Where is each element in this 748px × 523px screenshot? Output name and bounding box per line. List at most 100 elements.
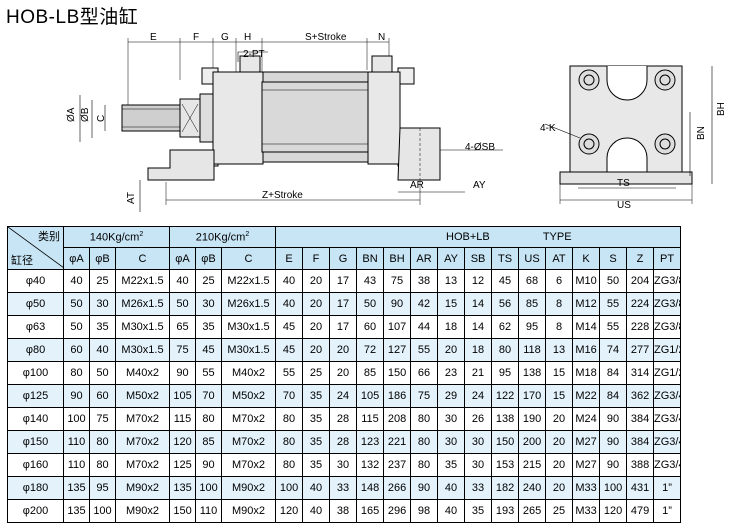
table-cell: ZG1/2 [654, 339, 681, 362]
table-cell: 170 [519, 385, 546, 408]
table-cell: 45 [276, 316, 303, 339]
table-cell: 40 [90, 339, 116, 362]
table-cell: 28 [330, 431, 357, 454]
table-cell: 165 [357, 500, 384, 523]
table-cell: 80 [411, 454, 438, 477]
group-type-label-a: HOB+LB [446, 231, 490, 243]
table-cell: M12 [573, 293, 600, 316]
table-cell: M27 [573, 454, 600, 477]
column-header: E [276, 248, 303, 270]
table-cell: 21 [465, 362, 492, 385]
table-cell: M30x1.5 [116, 316, 170, 339]
group-140-sup: 2 [139, 231, 143, 238]
table-cell: 100 [196, 477, 222, 500]
column-header: φA [170, 248, 196, 270]
table-cell: 80 [276, 431, 303, 454]
table-cell: M40x2 [222, 362, 276, 385]
table-cell: 40 [438, 500, 465, 523]
table-cell: M30x1.5 [222, 316, 276, 339]
table-cell: 35 [303, 385, 330, 408]
table-cell: 45 [492, 270, 519, 293]
table-cell: M90x2 [116, 477, 170, 500]
table-cell: M70x2 [116, 454, 170, 477]
table-cell: 6 [546, 270, 573, 293]
table-cell: 20 [546, 431, 573, 454]
bore-size-cell: φ140 [8, 408, 64, 431]
table-cell: 90 [600, 454, 627, 477]
table-cell: 56 [492, 293, 519, 316]
table-cell: 24 [330, 385, 357, 408]
table-cell: M90x2 [222, 500, 276, 523]
table-cell: 190 [519, 408, 546, 431]
table-cell: 45 [276, 339, 303, 362]
table-cell: 20 [330, 339, 357, 362]
table-cell: 50 [90, 362, 116, 385]
dim-2pt-label: 2-PT [243, 49, 265, 60]
table-cell: 105 [357, 385, 384, 408]
table-cell: 72 [357, 339, 384, 362]
table-cell: 8 [546, 293, 573, 316]
column-header: φB [196, 248, 222, 270]
table-cell: 120 [170, 431, 196, 454]
table-cell: 70 [196, 385, 222, 408]
bore-size-cell: φ100 [8, 362, 64, 385]
group-140-label: 140Kg/cm [90, 231, 140, 243]
table-cell: M70x2 [222, 454, 276, 477]
dim-BH-label: BH [716, 102, 727, 116]
table-cell: 84 [600, 362, 627, 385]
table-cell: 62 [492, 316, 519, 339]
table-cell: 35 [303, 454, 330, 477]
table-cell: 224 [627, 293, 654, 316]
table-cell: 110 [64, 431, 90, 454]
table-cell: 1” [654, 500, 681, 523]
table-cell: 122 [492, 385, 519, 408]
table-cell: 20 [303, 293, 330, 316]
table-cell: M24 [573, 408, 600, 431]
table-cell: M70x2 [222, 431, 276, 454]
table-cell: 85 [519, 293, 546, 316]
cylinder-technical-drawing: E F G H S+Stroke N 2-PT ØA ØB C AT Z+Str… [0, 0, 748, 226]
table-cell: 84 [600, 385, 627, 408]
table-cell: 15 [546, 385, 573, 408]
table-cell: 20 [438, 339, 465, 362]
table-cell: M70x2 [116, 408, 170, 431]
table-cell: 40 [303, 477, 330, 500]
table-cell: 12 [465, 270, 492, 293]
table-cell: 127 [384, 339, 411, 362]
table-cell: 50 [64, 293, 90, 316]
table-cell: 150 [170, 500, 196, 523]
spec-table: 类别 缸径 140Kg/cm2 210Kg/cm2 HOB+LB TYPE φA… [7, 226, 748, 523]
table-cell: 80 [411, 408, 438, 431]
table-cell: 17 [330, 293, 357, 316]
table-cell: 25 [196, 270, 222, 293]
table-cell: 118 [519, 339, 546, 362]
table-cell: 479 [627, 500, 654, 523]
table-cell: 68 [519, 270, 546, 293]
table-cell: 17 [330, 316, 357, 339]
table-cell: 265 [519, 500, 546, 523]
column-header: C [116, 248, 170, 270]
table-cell: ZG3/8 [654, 316, 681, 339]
table-cell: 296 [384, 500, 411, 523]
table-corner-cell: 类别 缸径 [8, 227, 64, 270]
table-cell: ZG1/2 [654, 362, 681, 385]
dim-z-stroke-label: Z+Stroke [262, 190, 303, 201]
table-cell: M50x2 [116, 385, 170, 408]
dim-4k-label: 4-K [540, 123, 556, 134]
table-cell: 60 [64, 339, 90, 362]
table-cell: 25 [546, 500, 573, 523]
table-cell: 14 [465, 293, 492, 316]
table-cell: M90x2 [116, 500, 170, 523]
column-header: TS [492, 248, 519, 270]
group-140-header: 140Kg/cm2 [64, 227, 170, 248]
table-cell: 35 [196, 316, 222, 339]
table-cell: 85 [357, 362, 384, 385]
table-cell: M33 [573, 477, 600, 500]
group-type-header: HOB+LB TYPE [276, 227, 681, 248]
dim-H-label: H [244, 32, 251, 43]
